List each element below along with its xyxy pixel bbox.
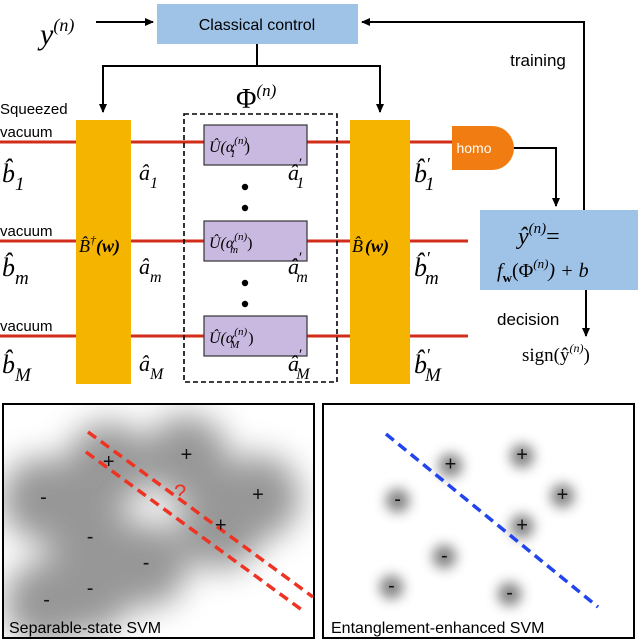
state-blob bbox=[510, 444, 535, 469]
mid-mode-label-3: âM bbox=[139, 351, 165, 383]
state-blob bbox=[379, 575, 404, 600]
minus-sample: - bbox=[441, 545, 448, 567]
training-feedback-arrow bbox=[361, 18, 585, 210]
enhanced-boundary-line bbox=[384, 432, 600, 609]
minus-sample: - bbox=[40, 486, 47, 508]
source-label-1: vacuum bbox=[0, 124, 53, 141]
plus-sample: + bbox=[181, 444, 193, 466]
control-to-bs-right-arrow bbox=[257, 65, 384, 113]
training-label: training bbox=[510, 51, 566, 70]
minus-sample: - bbox=[506, 582, 513, 604]
output-mode-label-2: b̂′m bbox=[414, 248, 439, 289]
output-mode-label-3: b̂′M bbox=[414, 345, 442, 386]
homo-to-output-arrow bbox=[514, 147, 560, 207]
beam-splitter-left bbox=[76, 120, 131, 384]
output-line-1: ŷ(n)= bbox=[516, 221, 560, 250]
output-line-2: fw(Φ(n)) + b bbox=[497, 256, 589, 285]
plus-sample: + bbox=[103, 451, 115, 473]
minus-sample: - bbox=[394, 489, 401, 511]
mid-mode-prime-label-2: â′m bbox=[288, 250, 308, 286]
minus-sample: - bbox=[43, 589, 50, 611]
classical-control-box bbox=[157, 4, 358, 44]
minus-sample: - bbox=[87, 578, 94, 600]
question-mark: ? bbox=[174, 480, 186, 505]
unitary-label-2: Û(α(n)m) bbox=[209, 231, 252, 256]
plus-sample: + bbox=[445, 454, 457, 476]
input-mode-label-2: b̂m bbox=[2, 253, 29, 289]
bs-right-label: B̂(w) bbox=[352, 236, 389, 257]
homodyne-label: homo bbox=[456, 140, 491, 156]
decision-label: decision bbox=[497, 310, 559, 329]
state-blob bbox=[510, 514, 535, 539]
plus-sample: + bbox=[215, 514, 227, 536]
plus-sample: + bbox=[252, 484, 264, 506]
ellipsis-dot bbox=[241, 183, 249, 191]
homodyne-detector bbox=[452, 126, 514, 170]
phi-encoding-box bbox=[183, 113, 338, 383]
entanglement-svm-panel: + + + + - - - - Entanglement-enhanced SVM bbox=[322, 403, 635, 639]
plus-sample: + bbox=[557, 484, 569, 506]
separable-panel-caption: Separable-state SVM bbox=[9, 620, 161, 637]
output-mode-label-1: b̂′1 bbox=[414, 154, 434, 195]
minus-sample: - bbox=[143, 552, 150, 574]
state-blob bbox=[438, 453, 463, 478]
unitary-box-1 bbox=[203, 124, 308, 166]
input-mode-label-1: b̂1 bbox=[2, 159, 25, 195]
ellipsis-dot bbox=[241, 300, 249, 308]
state-blob bbox=[385, 488, 410, 513]
state-blob bbox=[550, 483, 575, 508]
separable-boundary-line bbox=[84, 450, 304, 612]
state-blob bbox=[497, 582, 522, 607]
mid-mode-label-1: â1 bbox=[139, 160, 158, 192]
plus-sample: + bbox=[516, 514, 528, 536]
enhanced-panel-caption: Entanglement-enhanced SVM bbox=[331, 620, 544, 637]
state-blob bbox=[4, 560, 89, 638]
input-mode-label-3: b̂M bbox=[2, 350, 32, 386]
source-label-M: vacuum bbox=[0, 318, 53, 335]
unitary-label-3: Û(α(n)M) bbox=[209, 326, 254, 351]
source-label-m: vacuum bbox=[0, 223, 53, 240]
mid-mode-prime-label-1: â′1 bbox=[288, 156, 304, 192]
output-box bbox=[480, 210, 638, 290]
state-blob bbox=[144, 415, 229, 500]
minus-sample: - bbox=[87, 526, 94, 548]
separable-boundary-line bbox=[86, 430, 314, 599]
source-label-1-top: Squeezed bbox=[0, 101, 68, 118]
beam-splitter-right bbox=[350, 120, 410, 384]
bs-left-label: B̂†(w) bbox=[79, 233, 120, 257]
separable-svm-panel: ? + + + + - - - - - Separable-state SVM bbox=[2, 403, 315, 639]
control-to-bs-left-arrow bbox=[99, 44, 258, 113]
phi-label: Φ(n) bbox=[236, 81, 277, 115]
minus-sample: - bbox=[388, 575, 395, 597]
ellipsis-dot bbox=[241, 204, 249, 212]
mid-mode-label-2: âm bbox=[139, 254, 162, 286]
unitary-label-1: Û(α(n)1) bbox=[209, 135, 250, 160]
ellipsis-dot bbox=[241, 279, 249, 287]
state-blob bbox=[432, 544, 457, 569]
sign-output-label: sign(ŷ(n)) bbox=[522, 341, 590, 366]
plus-sample: + bbox=[516, 444, 528, 466]
classical-control-label: Classical control bbox=[199, 17, 315, 34]
input-label: y(n) bbox=[37, 15, 74, 51]
unitary-box-m bbox=[203, 220, 308, 262]
mid-mode-prime-label-3: â′M bbox=[288, 347, 311, 383]
unitary-box-M bbox=[203, 315, 308, 357]
